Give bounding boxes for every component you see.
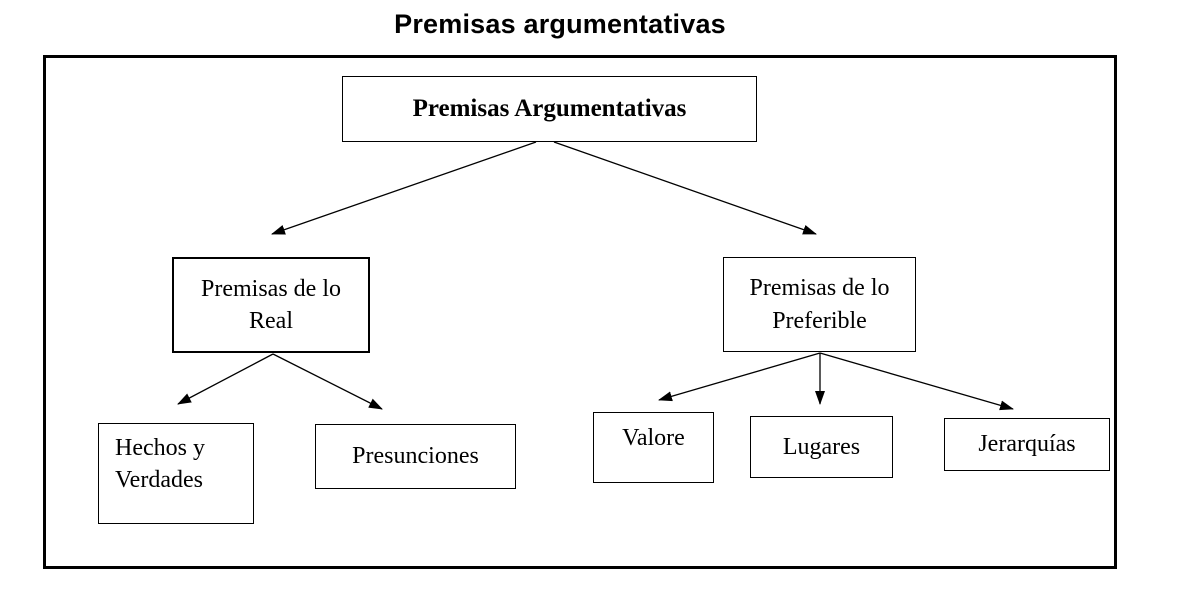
node-jerarquias: Jerarquías (944, 418, 1110, 471)
node-label: Premisas de lo Real (201, 275, 341, 334)
node-premisas-de-lo-real: Premisas de lo Real (172, 257, 370, 353)
node-label: Premisas de lo Preferible (749, 275, 890, 334)
node-label: Valore (622, 425, 685, 451)
node-hechos-y-verdades: Hechos y Verdades (98, 423, 254, 524)
node-label: Lugares (782, 433, 861, 460)
node-label: Hechos y Verdades (115, 435, 205, 494)
node-premisas-argumentativas: Premisas Argumentativas (342, 76, 757, 142)
node-premisas-de-lo-preferible: Premisas de lo Preferible (723, 257, 916, 352)
node-label: Premisas Argumentativas (412, 95, 687, 123)
node-valore: Valore (593, 412, 714, 483)
page-title: Premisas argumentativas (394, 9, 726, 39)
node-label: Jerarquías (978, 431, 1076, 458)
node-label: Presunciones (352, 443, 479, 470)
node-presunciones: Presunciones (315, 424, 516, 489)
node-lugares: Lugares (750, 416, 893, 478)
